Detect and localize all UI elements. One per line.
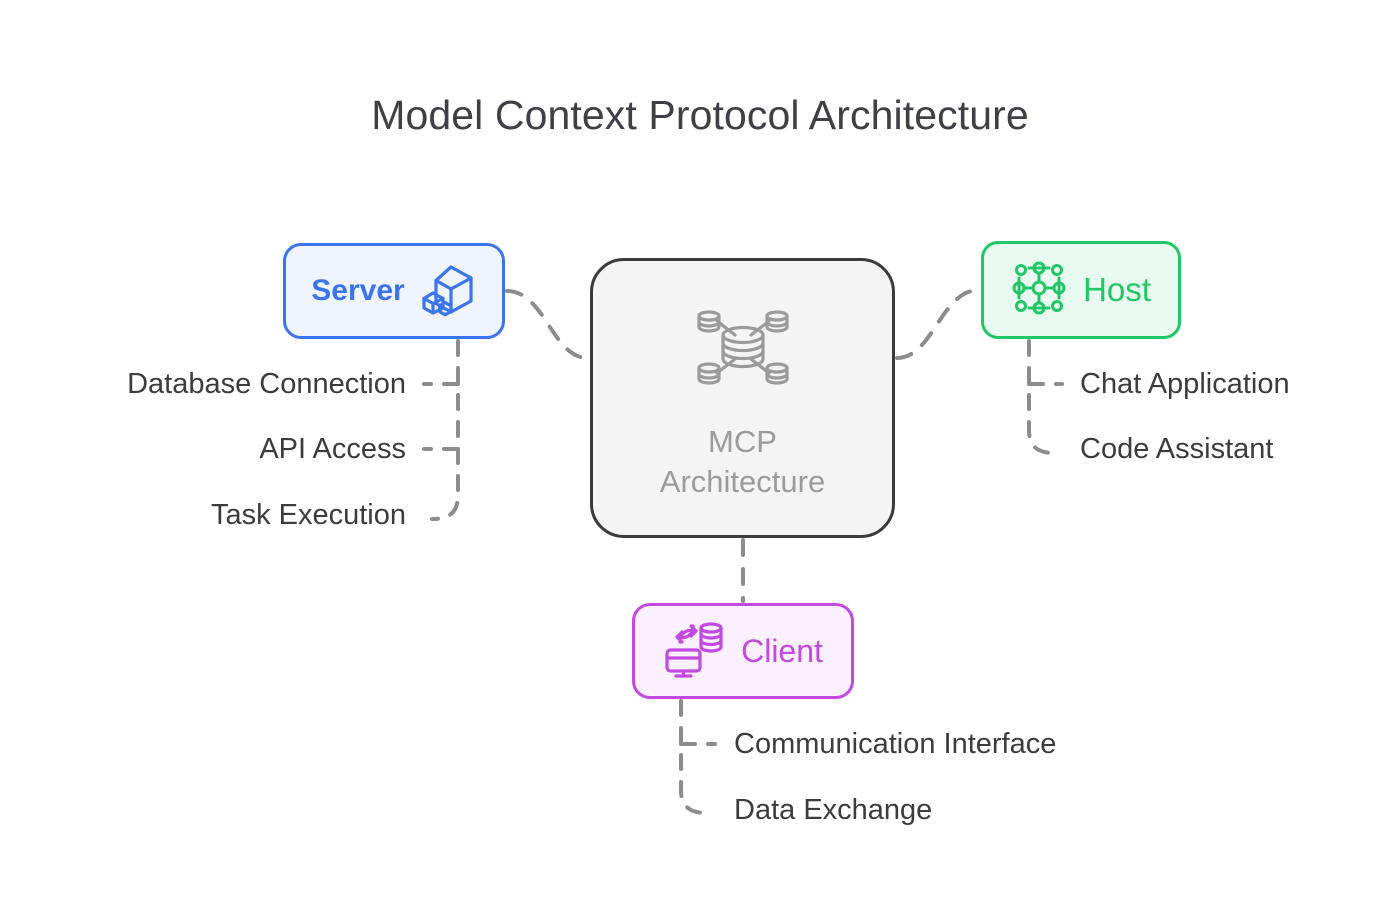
leaf-task-execution: Task Execution (210, 499, 406, 531)
node-client-label: Client (741, 632, 823, 669)
node-mcp-label-line1: MCP (708, 423, 777, 459)
node-mcp-architecture[interactable]: MCP Architecture (590, 258, 895, 538)
node-host[interactable]: Host (981, 241, 1181, 339)
node-mcp-label: MCP Architecture (660, 422, 825, 501)
cube-box-icon (419, 260, 477, 323)
spine-host (1027, 339, 1056, 455)
edge-server-to-center (505, 289, 590, 360)
leaf-chat-application: Chat Application (1080, 368, 1290, 400)
leaf-api-access: API Access (259, 433, 406, 465)
monitor-data-exchange-icon (663, 620, 723, 683)
edge-center-to-host (895, 288, 981, 360)
node-client[interactable]: Client (632, 603, 854, 699)
page-title: Model Context Protocol Architecture (371, 92, 1029, 138)
spine-client (679, 699, 709, 815)
node-mcp-label-line2: Architecture (659, 463, 826, 499)
node-server-label: Server (311, 274, 405, 307)
leaf-database-connection: Database Connection (127, 368, 406, 400)
leaf-communication-interface: Communication Interface (734, 728, 1057, 760)
network-nodes-icon (1011, 260, 1067, 321)
spine-server (430, 339, 460, 521)
leaf-data-exchange: Data Exchange (734, 794, 933, 826)
database-network-icon (691, 295, 795, 404)
node-server[interactable]: Server (283, 243, 505, 339)
node-host-label: Host (1083, 271, 1151, 308)
leaf-code-assistant: Code Assistant (1080, 433, 1274, 465)
